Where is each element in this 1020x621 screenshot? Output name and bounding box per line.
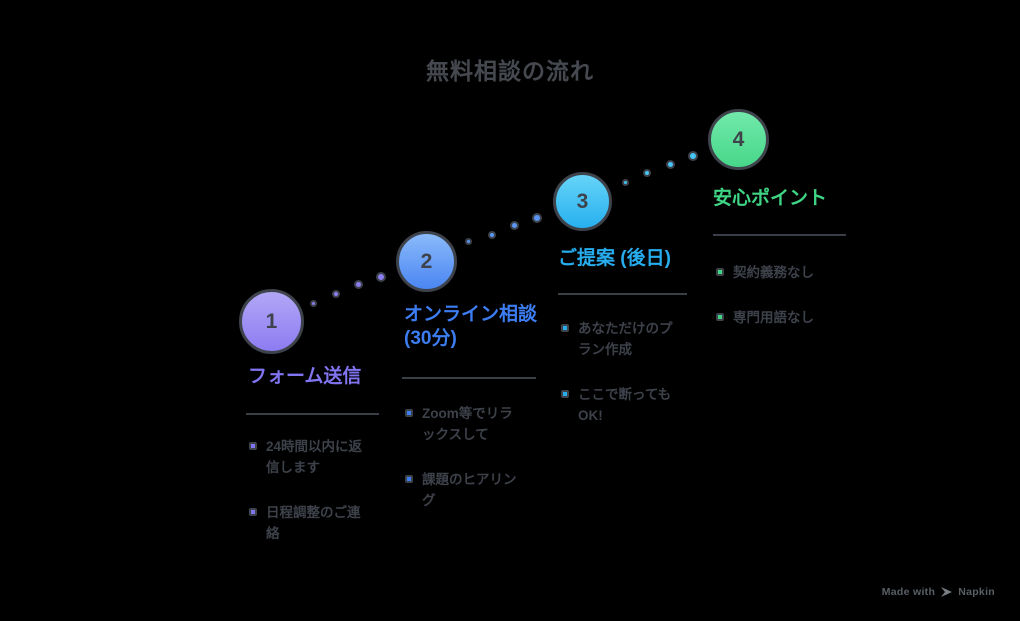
bullet-square-icon: [249, 508, 257, 516]
connector-dot: [488, 231, 496, 239]
made-with-napkin-badge: Made with Napkin: [882, 586, 995, 598]
list-item: 24時間以内に返信します: [246, 436, 376, 478]
step-1-label: フォーム送信: [248, 366, 362, 387]
connector-dot: [666, 160, 675, 169]
step-2-circle: 2: [396, 231, 457, 292]
connector-dot: [376, 272, 386, 282]
step-2-number: 2: [420, 249, 433, 273]
step-4-circle: 4: [708, 109, 769, 170]
connector-dot: [688, 151, 698, 161]
step-1-bullet-list: 24時間以内に返信します 日程調整のご連絡: [246, 436, 376, 568]
napkin-logo-icon: [941, 587, 953, 597]
bullet-text: 日程調整のご連絡: [266, 505, 361, 541]
step-1-number: 1: [265, 309, 278, 333]
bullet-square-icon: [561, 324, 569, 332]
connector-dot: [643, 169, 651, 177]
bullet-text: 専門用語なし: [733, 310, 814, 325]
list-item: 課題のヒアリング: [402, 469, 532, 511]
bullet-square-icon: [716, 313, 724, 321]
list-item: 契約義務なし: [713, 262, 843, 283]
list-item: Zoom等でリラックスして: [402, 403, 532, 445]
bullet-text: 課題のヒアリング: [422, 472, 517, 508]
bullet-text: Zoom等でリラックスして: [422, 406, 513, 442]
connector-dot: [510, 221, 519, 230]
bullet-text: 契約義務なし: [733, 265, 814, 280]
bullet-text: 24時間以内に返信します: [266, 439, 363, 475]
bullet-text: あなただけのプラン作成: [578, 321, 673, 357]
connector-dot: [354, 280, 363, 289]
step-4-label: 安心ポイント: [713, 188, 828, 209]
step-3-circle: 3: [553, 172, 612, 231]
list-item: ここで断ってもOK!: [558, 384, 688, 426]
step-4-divider: [713, 234, 846, 236]
step-2-label: オンライン相談 (30分): [404, 304, 538, 349]
step-1-divider: [246, 413, 379, 415]
step-4-bullet-list: 契約義務なし 専門用語なし: [713, 262, 843, 352]
diagram-title: 無料相談の流れ: [426, 58, 594, 84]
step-2-divider: [402, 377, 536, 379]
list-item: あなただけのプラン作成: [558, 318, 688, 360]
step-2-bullet-list: Zoom等でリラックスして 課題のヒアリング: [402, 403, 532, 535]
connector-dot: [465, 238, 472, 245]
connector-dot: [310, 300, 317, 307]
bullet-text: ここで断ってもOK!: [578, 387, 672, 423]
step-3-label: ご提案 (後日): [558, 248, 671, 269]
step-3-number: 3: [576, 189, 589, 213]
connector-dot: [622, 179, 629, 186]
step-1-circle: 1: [239, 289, 304, 354]
step-3-divider: [558, 293, 687, 295]
bullet-square-icon: [249, 442, 257, 450]
connector-dot: [332, 290, 340, 298]
list-item: 日程調整のご連絡: [246, 502, 376, 544]
bullet-square-icon: [405, 475, 413, 483]
step-4-number: 4: [732, 127, 745, 151]
bullet-square-icon: [405, 409, 413, 417]
connector-dot: [532, 213, 542, 223]
napkin-brand-text: Napkin: [958, 586, 995, 598]
step-3-bullet-list: あなただけのプラン作成 ここで断ってもOK!: [558, 318, 688, 450]
bullet-square-icon: [716, 268, 724, 276]
made-with-text: Made with: [881, 586, 936, 598]
bullet-square-icon: [561, 390, 569, 398]
list-item: 専門用語なし: [713, 307, 843, 328]
